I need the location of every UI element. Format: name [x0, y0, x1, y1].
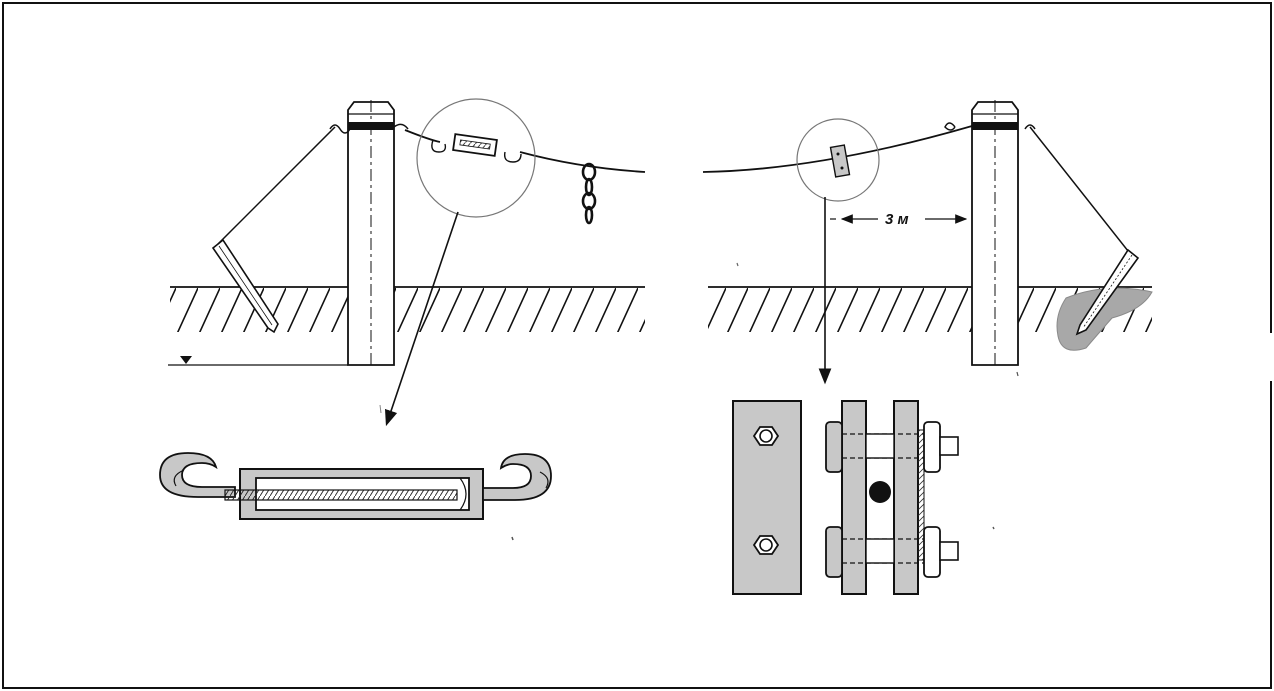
clamp-side-view — [825, 400, 959, 595]
ground-left — [170, 286, 645, 332]
post-right — [971, 100, 1019, 368]
dimension-label: 3 м — [885, 211, 909, 228]
concrete-footing — [1056, 287, 1153, 351]
turnbuckle-detail — [159, 452, 552, 541]
detail-arrow-left — [384, 211, 459, 427]
turnbuckle-small — [431, 133, 522, 163]
dimension-3m: 3 м — [830, 211, 968, 228]
chain — [581, 162, 597, 225]
wire-cross-section — [869, 481, 891, 503]
right-scene: 3 м — [702, 100, 1153, 595]
depth-marker — [168, 356, 348, 366]
cable-right — [702, 125, 973, 173]
detail-circle-left — [416, 98, 536, 218]
left-scene — [159, 98, 646, 541]
clamp-front-view — [732, 400, 802, 595]
guy-wire-right — [1029, 126, 1133, 257]
post-left — [347, 100, 395, 368]
cable-left — [404, 129, 646, 173]
stake-right — [1075, 248, 1140, 336]
detail-circle-right — [796, 118, 880, 202]
hook-left-post — [329, 124, 351, 134]
clamp-small — [829, 144, 851, 178]
guy-wire-left — [217, 126, 336, 245]
